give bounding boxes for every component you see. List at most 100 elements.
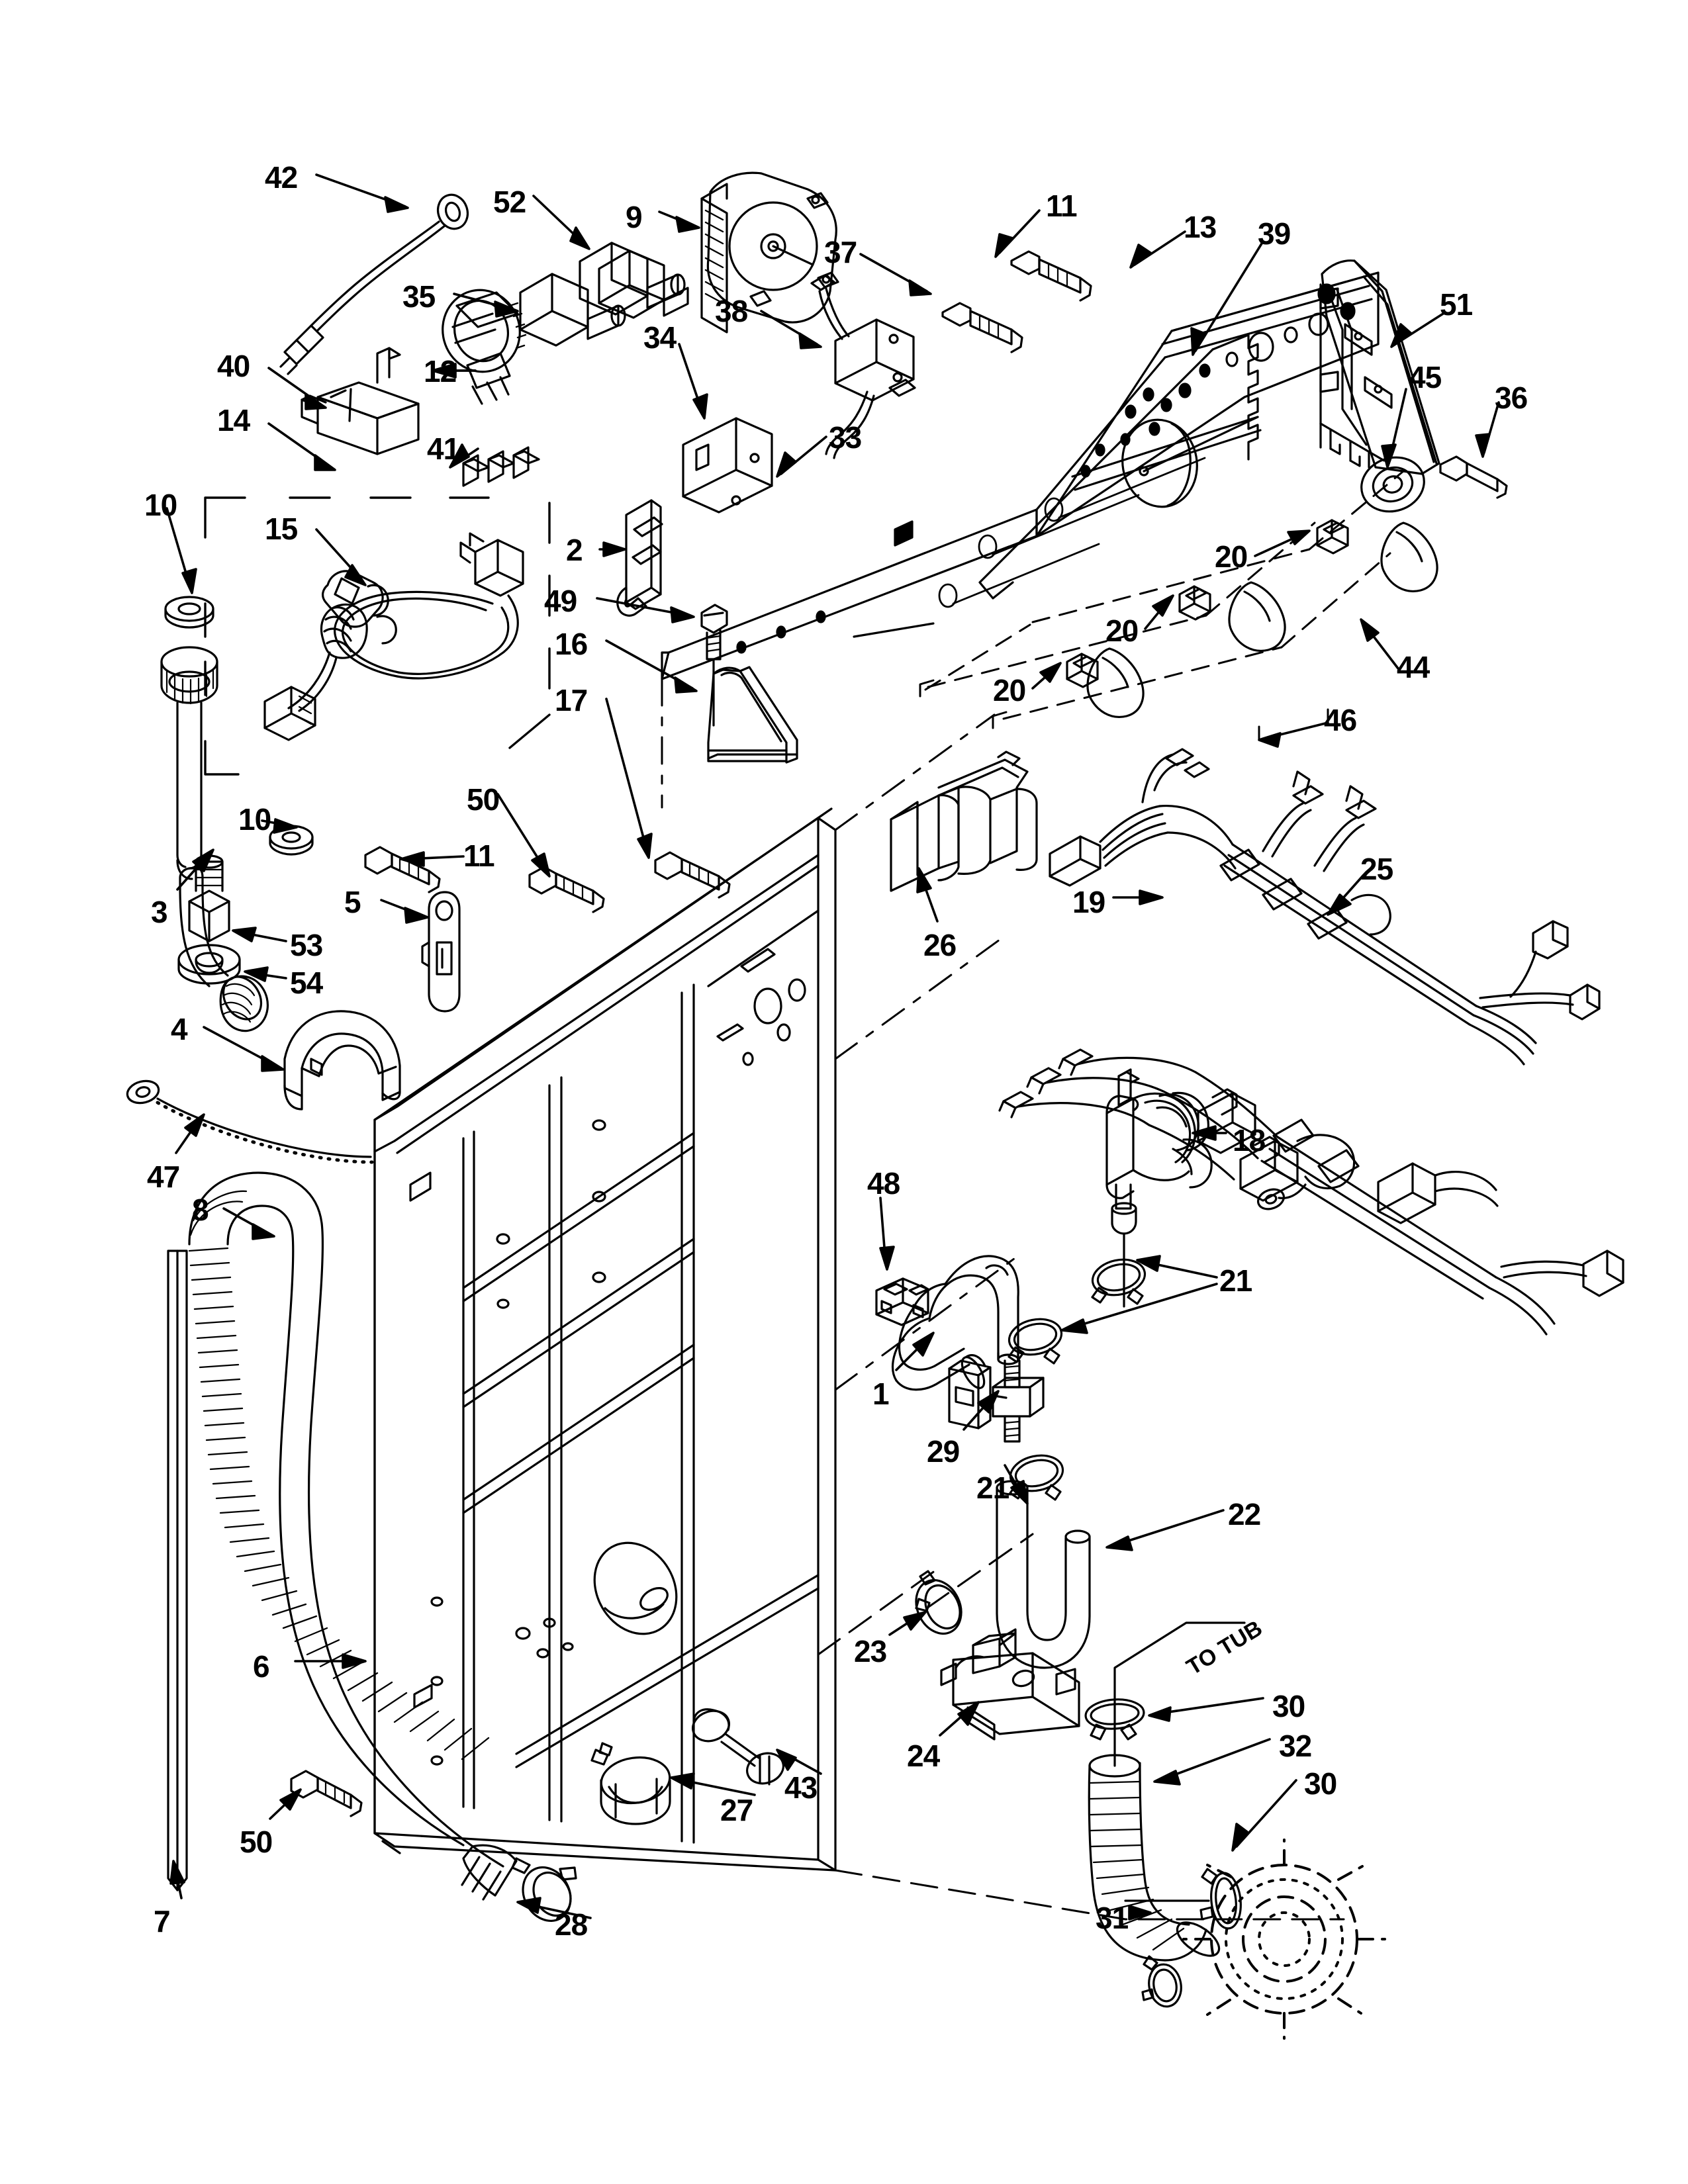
callout-5: 5 xyxy=(344,885,361,919)
part-1-inlet-hose xyxy=(891,1255,1019,1391)
callout-30: 30 xyxy=(1304,1766,1337,1801)
part-18-water-valve xyxy=(1105,1068,1213,1308)
part-40-bracket xyxy=(301,347,420,455)
callout-32: 32 xyxy=(1279,1729,1312,1763)
callout-28: 28 xyxy=(555,1907,588,1942)
part-3-fill-hose xyxy=(160,646,269,1032)
callout-21: 21 xyxy=(976,1471,1009,1505)
part-17-screw xyxy=(654,851,731,899)
callout-46: 46 xyxy=(1324,703,1357,737)
callout-15: 15 xyxy=(265,512,298,546)
part-24-airbreak xyxy=(940,1628,1080,1741)
part-30-clamp-upper xyxy=(1084,1698,1145,1767)
callout-42: 42 xyxy=(265,160,298,195)
callout-44: 44 xyxy=(1397,650,1430,684)
part-41-clips xyxy=(462,446,540,487)
callout-25: 25 xyxy=(1360,852,1393,886)
callout-4: 4 xyxy=(171,1012,188,1046)
part-2-clip xyxy=(616,499,663,617)
callout-18: 18 xyxy=(1233,1123,1266,1158)
part-31-clamp xyxy=(1141,1955,1182,2008)
part-26-vent xyxy=(890,751,1038,892)
callout-14: 14 xyxy=(217,403,250,437)
part-11-screw xyxy=(364,846,441,893)
callout-8: 8 xyxy=(192,1193,209,1227)
callout-43: 43 xyxy=(784,1770,818,1805)
callout-34: 34 xyxy=(643,320,677,355)
callout-26: 26 xyxy=(923,928,957,962)
callout-45: 45 xyxy=(1409,360,1442,394)
callout-21: 21 xyxy=(1219,1263,1252,1298)
callout-6: 6 xyxy=(253,1649,270,1684)
part-15-power-cord xyxy=(263,532,524,741)
callout-20: 20 xyxy=(1215,539,1248,574)
part-49-screw xyxy=(700,604,728,727)
part-13-console xyxy=(661,271,1380,680)
callout-53: 53 xyxy=(290,928,323,962)
part-38-switch xyxy=(810,274,916,459)
part-44-knobs xyxy=(1086,522,1438,718)
callout-22: 22 xyxy=(1228,1497,1261,1531)
part-27-clamp xyxy=(590,1742,671,1825)
part-8-drain-hose xyxy=(188,1171,518,1901)
callout-11: 11 xyxy=(1046,189,1078,223)
part-22-j-hose xyxy=(996,1480,1091,1669)
callout-29: 29 xyxy=(927,1434,960,1469)
part-6-cabinet xyxy=(373,807,837,1872)
callout-37: 37 xyxy=(824,235,857,269)
part-54-washer xyxy=(177,944,241,985)
part-20-clips xyxy=(1066,519,1349,688)
callout-24: 24 xyxy=(907,1739,940,1773)
leader-lines xyxy=(165,173,1500,1921)
callout-10: 10 xyxy=(238,802,271,837)
part-23-clamp xyxy=(915,1570,962,1635)
part-19-harness-lower xyxy=(998,1048,1624,1336)
part-50-screw-lower xyxy=(290,1770,363,1817)
callout-48: 48 xyxy=(867,1166,900,1201)
callout-7: 7 xyxy=(154,1904,171,1938)
callout-33: 33 xyxy=(829,420,862,455)
part-48-clip xyxy=(875,1277,929,1326)
callout-2: 2 xyxy=(566,533,583,567)
pump-phantom-dots xyxy=(1225,1878,1344,2000)
part-lens-disc xyxy=(1121,416,1259,508)
part-28-clamp xyxy=(511,1857,577,1922)
part-35-switch xyxy=(519,273,626,347)
part-21-clamps xyxy=(1008,1258,1147,1501)
callout-41: 41 xyxy=(427,432,460,466)
part-34-bracket xyxy=(682,417,773,514)
callout-39: 39 xyxy=(1258,216,1291,251)
callout-27: 27 xyxy=(720,1793,753,1827)
callout-50: 50 xyxy=(240,1825,273,1859)
part-45-knob xyxy=(1360,456,1425,513)
callout-3: 3 xyxy=(151,895,168,929)
part-43-clip xyxy=(692,1708,784,1786)
callout-11: 11 xyxy=(463,839,495,873)
callout-51: 51 xyxy=(1440,287,1473,322)
callout-16: 16 xyxy=(555,627,588,661)
callout-19: 19 xyxy=(1072,885,1105,919)
callout-31: 31 xyxy=(1096,1901,1129,1935)
callout-38: 38 xyxy=(715,294,748,328)
callout-23: 23 xyxy=(854,1634,887,1668)
callout-20: 20 xyxy=(993,673,1026,707)
callout-13: 13 xyxy=(1184,210,1217,244)
callout-40: 40 xyxy=(217,349,250,383)
part-29-valve xyxy=(948,1359,1045,1443)
part-35-switch-2 xyxy=(579,242,686,316)
part-42-ground-wire xyxy=(279,193,469,375)
part-30-clamp-lower xyxy=(1124,1868,1242,1930)
part-37-screws xyxy=(941,250,1092,353)
callout-10: 10 xyxy=(144,488,177,522)
callout-54: 54 xyxy=(290,966,323,1000)
part-16-end-cap xyxy=(707,666,798,764)
callout-20: 20 xyxy=(1105,614,1139,648)
part-25-harness-upper xyxy=(1049,748,1601,1066)
part-4-hose-clip xyxy=(283,1010,401,1111)
part-7-trim-strip xyxy=(167,1250,188,1891)
part-47-tie xyxy=(126,1079,374,1164)
callout-49: 49 xyxy=(544,584,577,618)
part-12-water-level-switch xyxy=(442,289,527,405)
callout-30: 30 xyxy=(1272,1689,1305,1723)
